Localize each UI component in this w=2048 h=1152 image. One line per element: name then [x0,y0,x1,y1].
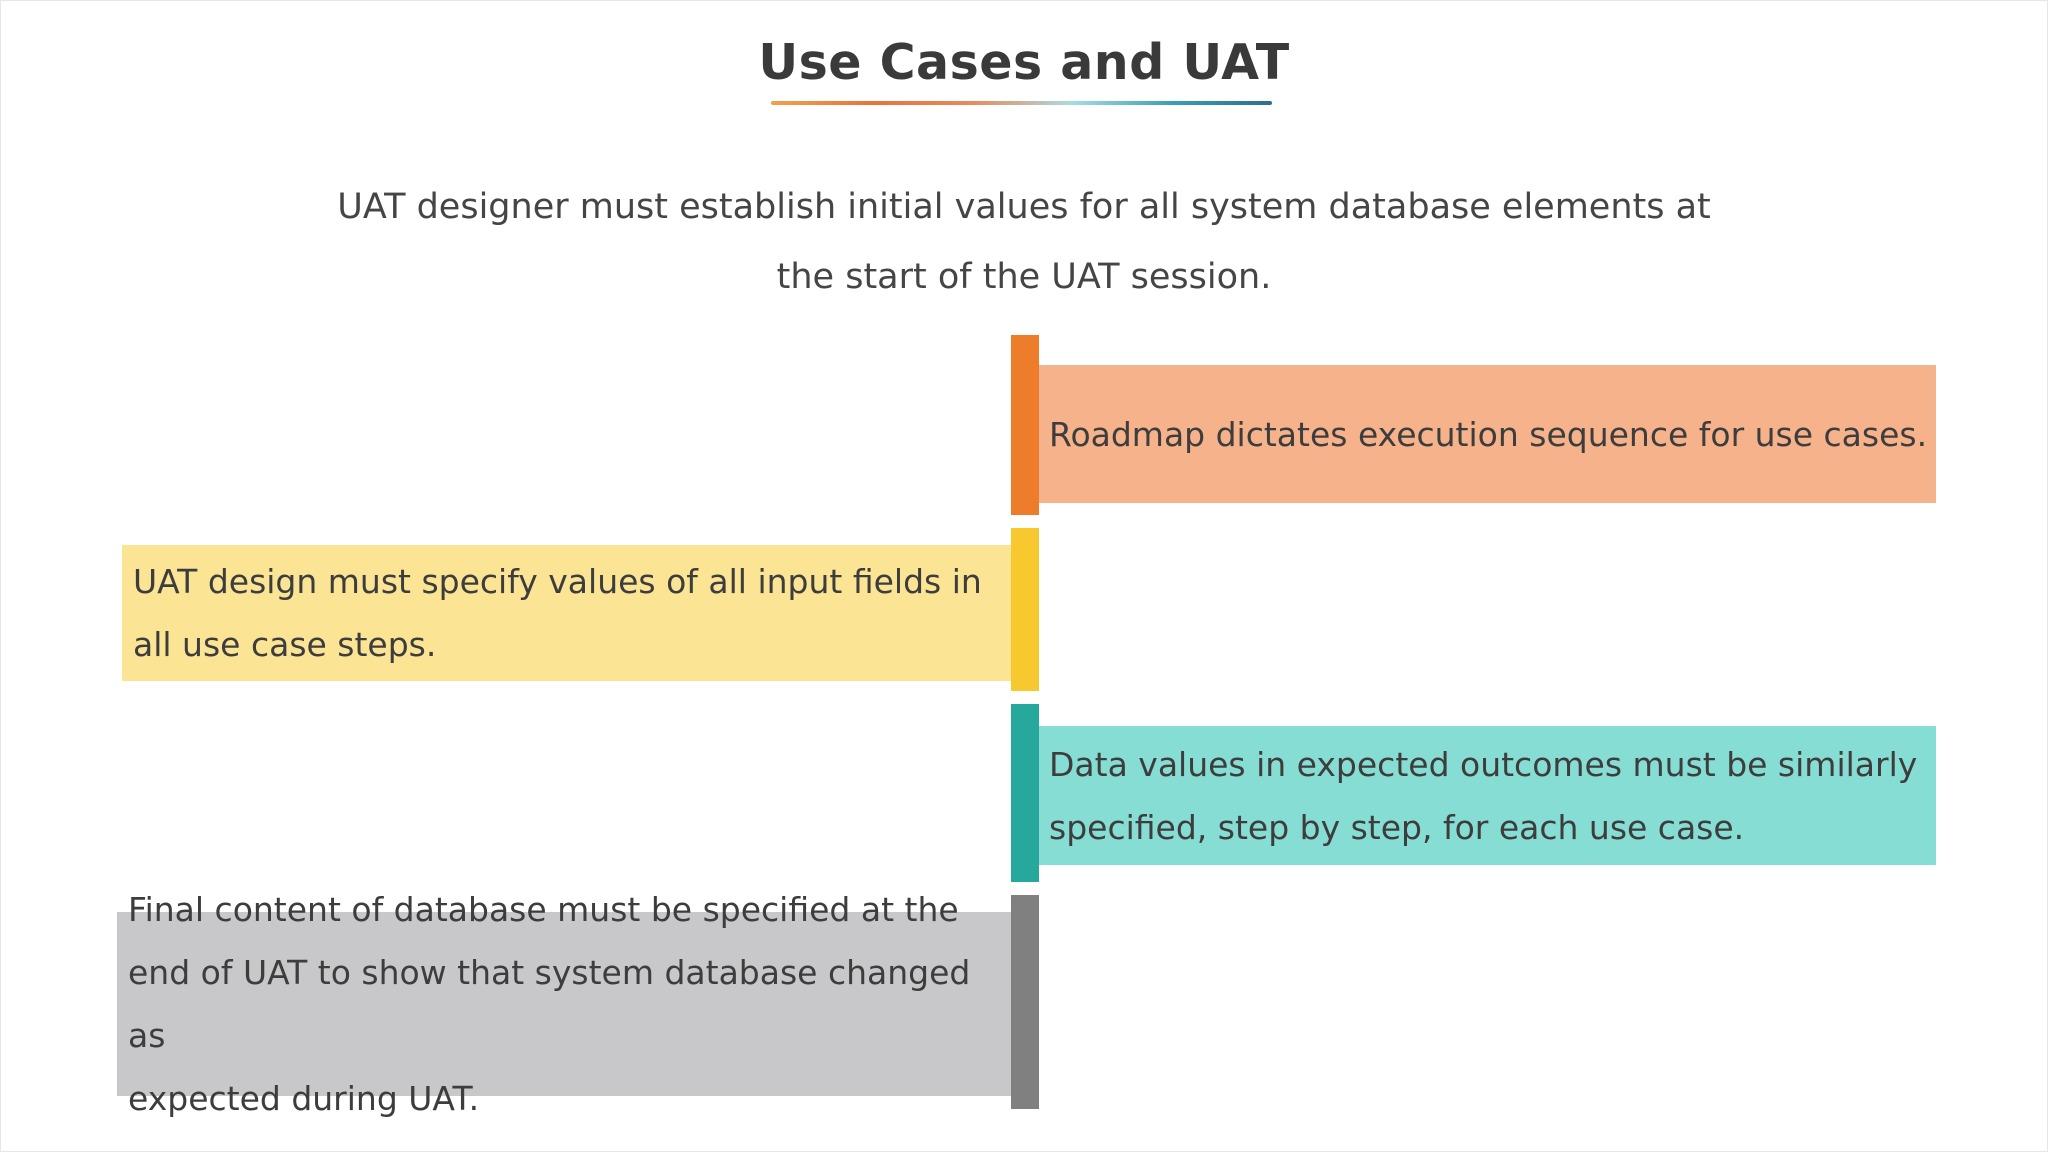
step-1-bar [1011,335,1039,515]
intro-line-2: the start of the UAT session. [776,257,1272,297]
step-2-bar [1011,528,1039,691]
step-4-line-3: expected during UAT. [128,1079,480,1118]
step-3-line-2: specified, step by step, for each use ca… [1049,807,1745,847]
intro-line-1: UAT designer must establish initial valu… [337,187,1711,227]
step-1-box: Roadmap dictates execution sequence for … [1039,365,1936,503]
step-2-line-2: all use case steps. [133,625,437,664]
title-underline [771,101,1272,105]
step-3-bar [1011,704,1039,882]
step-3-box: Data values in expected outcomes must be… [1039,726,1936,865]
step-4-line-1: Final content of database must be specif… [128,890,959,929]
slide-title: Use Cases and UAT [758,34,1290,91]
step-4-bar [1011,895,1039,1109]
step-4-box: Final content of database must be specif… [117,890,1011,1118]
step-2-box: UAT design must specify values of all in… [122,545,1011,681]
step-2-line-1: UAT design must specify values of all in… [133,562,982,601]
step-4-line-2: end of UAT to show that system database … [128,953,971,1055]
intro-text: UAT designer must establish initial valu… [0,172,2048,312]
step-3-line-1: Data values in expected outcomes must be… [1049,744,1918,784]
step-1-line-1: Roadmap dictates execution sequence for … [1049,414,1928,454]
